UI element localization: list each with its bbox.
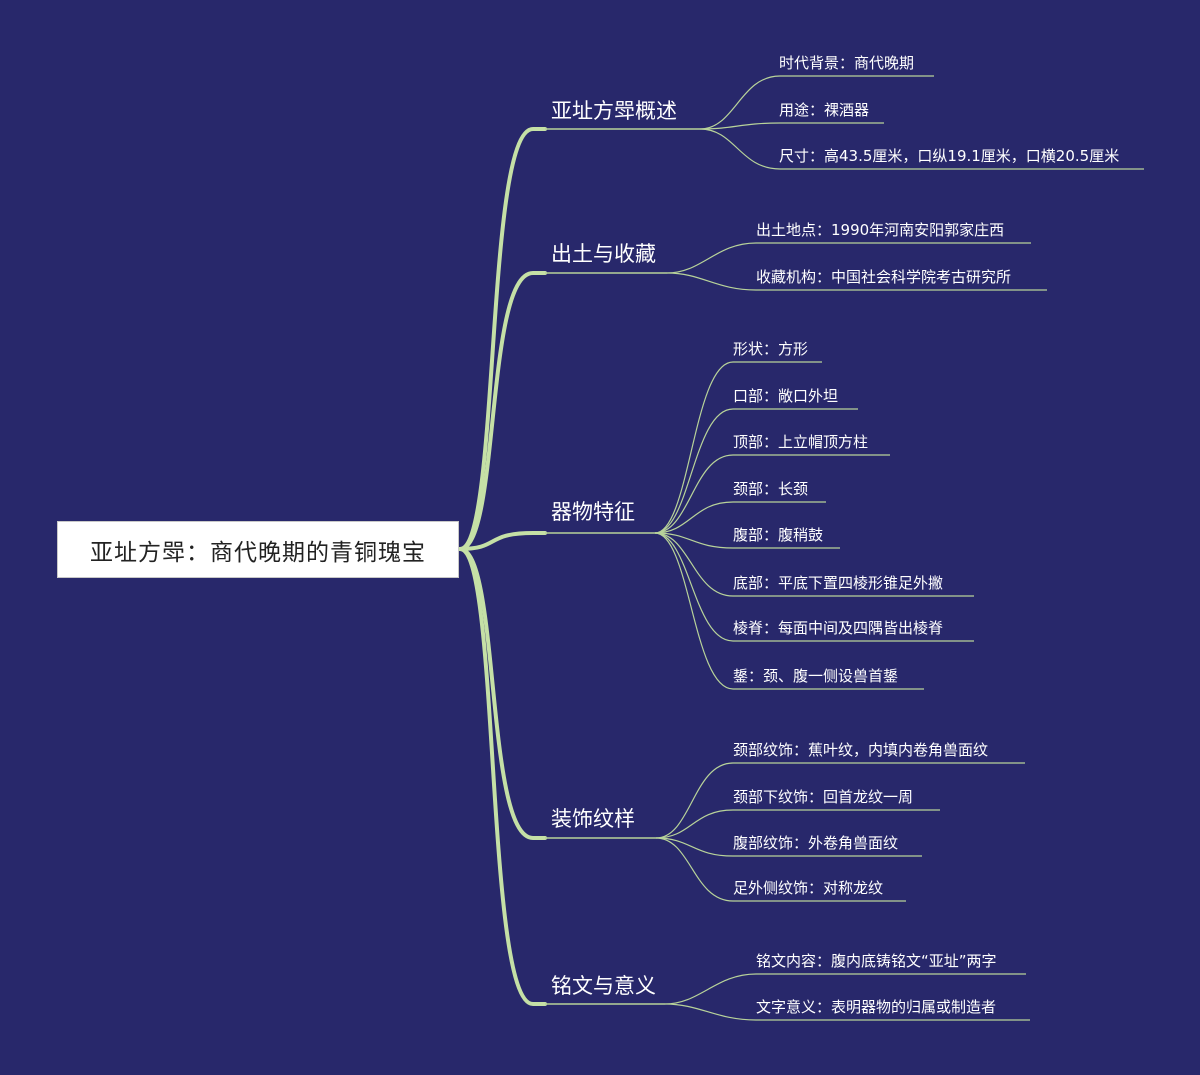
branch-1-label[interactable]: 亚址方斝概述 [551, 99, 677, 123]
branch-3-leaf-4-connector [654, 501, 826, 534]
branch-3-leaf-5-connector [654, 532, 840, 549]
branch-4-leaf-2-label[interactable]: 颈部下纹饰：回首龙纹一周 [733, 788, 914, 806]
branch-3-leaf-8-connector [654, 532, 924, 690]
branch-2-connector [458, 271, 547, 551]
branch-3-leaf-3-label[interactable]: 顶部：上立帽顶方柱 [733, 433, 869, 451]
branch-4-leaf-4-connector [655, 837, 906, 902]
branch-2-leaf-2-label[interactable]: 收藏机构：中国社会科学院考古研究所 [756, 268, 1012, 286]
branch-2-leaf-1-label[interactable]: 出土地点：1990年河南安阳郭家庄西 [756, 221, 1005, 239]
branch-5-leaf-1-connector [664, 973, 1026, 1005]
root-node[interactable]: 亚址方斝：商代晚期的青铜瑰宝 [57, 521, 459, 578]
branch-5-label[interactable]: 铭文与意义 [551, 974, 656, 998]
branch-3-leaf-8-label[interactable]: 鋬：颈、腹一侧设兽首鋬 [733, 667, 899, 685]
branch-5-leaf-2-connector [664, 1003, 1030, 1021]
branch-4-leaf-3-label[interactable]: 腹部纹饰：外卷角兽面纹 [733, 834, 899, 852]
branch-2-leaf-1-connector [666, 242, 1031, 274]
branch-1-leaf-2-label[interactable]: 用途：祼酒器 [779, 101, 870, 119]
branch-4-leaf-1-label[interactable]: 颈部纹饰：蕉叶纹，内填内卷角兽面纹 [733, 741, 989, 759]
branch-4-leaf-4-label[interactable]: 足外侧纹饰：对称龙纹 [733, 879, 884, 897]
branch-3-leaf-1-label[interactable]: 形状：方形 [733, 340, 809, 358]
branch-4-label[interactable]: 装饰纹样 [551, 807, 635, 831]
branch-3-leaf-1-connector [654, 361, 822, 534]
branch-3-connector [458, 531, 547, 551]
branch-1-leaf-3-label[interactable]: 尺寸：高43.5厘米，口纵19.1厘米，口横20.5厘米 [779, 147, 1120, 165]
branch-4-connector [458, 547, 547, 840]
branch-3-leaf-6-connector [654, 532, 974, 597]
branch-3-label[interactable]: 器物特征 [551, 500, 635, 524]
branch-3-leaf-5-label[interactable]: 腹部：腹稍鼓 [733, 526, 824, 544]
branch-1-connector [458, 127, 547, 551]
branch-5-leaf-1-label[interactable]: 铭文内容：腹内底铸铭文“亚址”两字 [756, 952, 997, 970]
branch-4-leaf-2-connector [655, 809, 940, 839]
branch-3-leaf-2-connector [654, 408, 858, 534]
branch-5-leaf-2-label[interactable]: 文字意义：表明器物的归属或制造者 [756, 998, 997, 1016]
root-label: 亚址方斝：商代晚期的青铜瑰宝 [90, 539, 426, 566]
branch-5-connector [458, 547, 547, 1006]
branch-2-label[interactable]: 出土与收藏 [551, 242, 656, 266]
branch-2-leaf-2-connector [666, 272, 1047, 291]
branch-3-leaf-3-connector [654, 454, 890, 534]
branch-1-leaf-2-connector [699, 122, 884, 130]
branch-3-leaf-7-connector [654, 532, 974, 642]
branch-4-leaf-1-connector [655, 762, 1025, 839]
branch-3-leaf-4-label[interactable]: 颈部：长颈 [733, 480, 809, 498]
branch-1-leaf-3-connector [699, 128, 1144, 170]
branch-3-leaf-7-label[interactable]: 棱脊：每面中间及四隅皆出棱脊 [733, 619, 944, 637]
branch-1-leaf-1-connector [699, 75, 934, 130]
branch-4-leaf-3-connector [655, 837, 922, 857]
branch-3-leaf-6-label[interactable]: 底部：平底下置四棱形锥足外撇 [733, 574, 944, 592]
branch-3-leaf-2-label[interactable]: 口部：敞口外坦 [733, 387, 839, 405]
branch-1-leaf-1-label[interactable]: 时代背景：商代晚期 [779, 54, 915, 72]
